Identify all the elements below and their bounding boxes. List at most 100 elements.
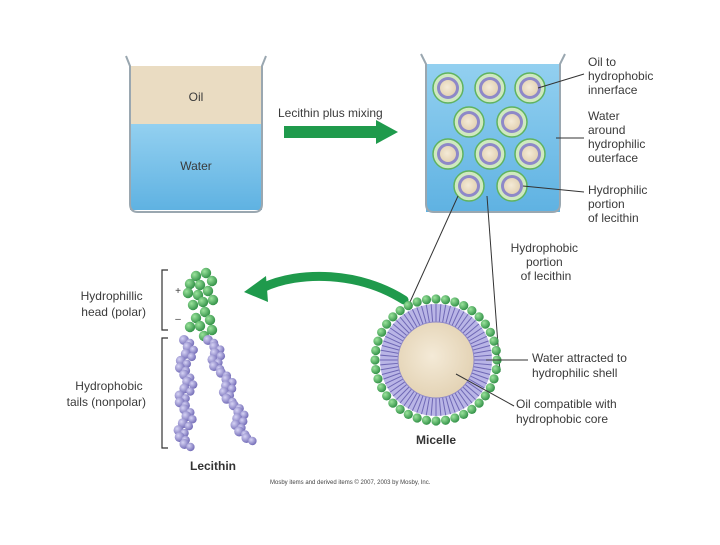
- micelle-tail: [457, 313, 469, 330]
- lecithin-head-atom: [202, 285, 214, 297]
- micelle-head: [459, 409, 469, 419]
- micelle-head: [485, 327, 495, 337]
- micelle-tail: [472, 345, 491, 351]
- micelle-tail: [466, 381, 483, 393]
- droplet-oil: [504, 114, 520, 130]
- oil-label: Oil: [189, 90, 204, 104]
- plus-sign: +: [175, 286, 181, 297]
- micelle-tail: [381, 345, 400, 351]
- label-hydrophobic-portion: Hydrophobic portion of lecithin: [511, 241, 582, 283]
- micelle-tail: [464, 384, 480, 397]
- micelle-head: [474, 398, 484, 408]
- micelle-oil-core: [397, 321, 475, 399]
- curved-arrow-head: [244, 276, 268, 302]
- micelle-tail: [462, 386, 476, 400]
- micelle-tail: [472, 369, 491, 375]
- micelle-tail: [454, 392, 465, 409]
- micelle-tail: [392, 384, 408, 397]
- lecithin-title: Lecithin: [190, 459, 236, 473]
- micelle-head: [395, 306, 405, 316]
- micelle-tail: [460, 388, 473, 404]
- micelle-head: [431, 294, 441, 304]
- micelle-head: [450, 413, 460, 423]
- lecithin-head-atom: [199, 306, 211, 318]
- micelle-tail: [403, 390, 415, 407]
- label-head: Hydrophillic head (polar): [81, 289, 146, 319]
- micelle-head: [459, 301, 469, 311]
- lecithin-tail-atom: [216, 351, 226, 361]
- oil-layer: [130, 66, 262, 124]
- micelle-head: [373, 336, 383, 346]
- micelle-tail: [454, 311, 465, 328]
- micelle: [370, 294, 502, 426]
- micelle-head: [388, 398, 398, 408]
- lecithin-head-atom: [197, 296, 209, 308]
- micelle-head: [421, 415, 432, 425]
- micelle-tail: [451, 309, 461, 326]
- micelle-head: [412, 413, 422, 423]
- micelle-head: [388, 312, 398, 322]
- micelle-tail: [430, 397, 434, 416]
- droplet-oil: [461, 114, 477, 130]
- droplet-oil: [504, 178, 520, 194]
- lecithin-tail-atom: [239, 417, 248, 426]
- micelle-tail: [421, 396, 427, 415]
- micelle-head: [382, 391, 392, 401]
- micelle-tail: [407, 392, 418, 409]
- micelle-tail: [399, 316, 412, 332]
- lecithin-head-atom: [207, 294, 219, 306]
- micelle-tail: [468, 378, 485, 389]
- micelle-title: Micelle: [416, 433, 456, 447]
- lecithin-tail-atom: [186, 387, 195, 396]
- micelle-tail: [416, 395, 424, 413]
- lecithin-molecule: [173, 267, 257, 452]
- micelle-tail: [381, 369, 400, 375]
- micelle-tail: [416, 307, 424, 325]
- label-oil-interface: Oil to hydrophobic innerface: [588, 55, 657, 97]
- left-beaker: Oil Water: [125, 55, 267, 213]
- micelle-head: [491, 364, 501, 375]
- micelle-tail: [385, 335, 402, 345]
- micelle-tail: [438, 397, 442, 416]
- micelle-tail: [389, 381, 406, 393]
- label-tails: Hydrophobic tails (nonpolar): [67, 379, 146, 409]
- micelle-tail: [445, 396, 451, 415]
- lecithin-head-atom: [182, 287, 194, 299]
- mixing-arrow-label: Lecithin plus mixing: [278, 106, 383, 120]
- lecithin-head-atom: [200, 267, 212, 279]
- lecithin-tail-atom: [186, 442, 195, 452]
- mixing-arrow: Lecithin plus mixing: [278, 106, 398, 144]
- micelle-tail: [411, 309, 421, 326]
- micelle-head: [489, 374, 499, 384]
- micelle-head: [431, 416, 441, 426]
- micelle-tail: [383, 372, 401, 380]
- micelle-head: [485, 383, 495, 393]
- droplet-oil: [440, 80, 456, 96]
- label-micelle-water: Water attracted to hydrophilic shell: [532, 351, 630, 380]
- lecithin-head-atom: [204, 314, 216, 326]
- label-hydrophilic-portion: Hydrophilic portion of lecithin: [588, 183, 651, 225]
- micelle-tail: [470, 335, 487, 345]
- micelle-head: [440, 415, 451, 425]
- label-micelle-oil: Oil compatible with hydrophobic core: [516, 397, 620, 426]
- micelle-head: [421, 295, 432, 305]
- lecithin-tail-atom: [189, 345, 198, 355]
- left-beaker-glass: [125, 55, 267, 213]
- lecithin-head-atom: [206, 324, 218, 336]
- micelle-tail: [425, 397, 430, 416]
- micelle-head: [377, 327, 387, 337]
- micelle-tail: [425, 304, 430, 323]
- micelle-tail: [464, 323, 480, 336]
- micelle-tail: [380, 366, 399, 371]
- lecithin-tail-atom: [188, 415, 197, 424]
- micelle-tail: [468, 331, 485, 342]
- leader-micelle-oil: [455, 373, 515, 407]
- micelle-tail: [445, 305, 451, 324]
- droplet-oil: [482, 80, 498, 96]
- micelle-head: [491, 345, 501, 356]
- micelle-tail: [460, 316, 473, 332]
- micelle-head: [489, 336, 499, 346]
- micelle-tail: [457, 390, 469, 407]
- micelle-head: [395, 404, 405, 414]
- lecithin-head-atom: [190, 312, 202, 324]
